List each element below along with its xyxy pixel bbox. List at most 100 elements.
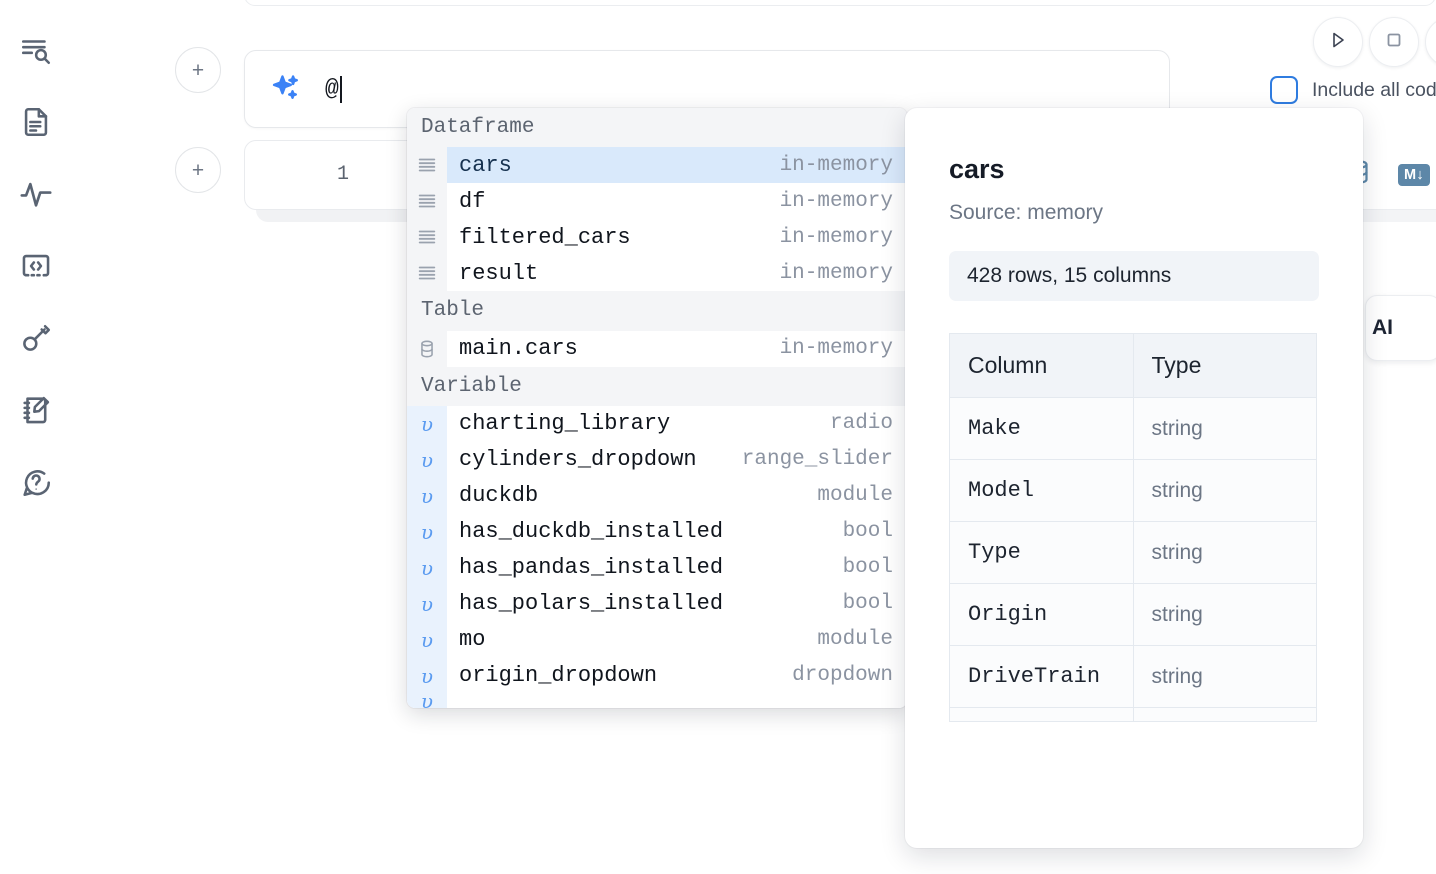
- autocomplete-group-label: Table: [407, 291, 907, 331]
- docs-column-name: [949, 707, 1134, 722]
- variable-icon: υ: [407, 693, 447, 708]
- help-chat-icon: [19, 465, 53, 499]
- docs-panel: cars Source: memory 428 rows, 15 columns…: [905, 108, 1363, 848]
- stop-button[interactable]: [1369, 17, 1419, 67]
- activity-icon: [19, 177, 53, 211]
- run-icon: [1326, 28, 1350, 57]
- ai-prompt-input[interactable]: @: [325, 75, 342, 103]
- sidebar-item-code-snippet[interactable]: [8, 230, 64, 302]
- add-cell-button-bottom[interactable]: +: [175, 147, 221, 193]
- docs-header-column: Column: [949, 333, 1134, 398]
- key-icon: [19, 321, 53, 355]
- autocomplete-item-partial[interactable]: υ: [407, 693, 907, 708]
- code-snippet-icon: [19, 249, 53, 283]
- document-icon: [19, 105, 53, 139]
- markdown-icon[interactable]: M↓: [1398, 163, 1430, 186]
- dataframe-icon: [407, 183, 447, 220]
- docs-source: Source: memory: [949, 201, 1104, 224]
- ai-suggestion-chip[interactable]: AI: [1365, 295, 1436, 361]
- autocomplete-item-name: origin_dropdown: [459, 663, 658, 689]
- autocomplete-item-name: [447, 694, 472, 702]
- sidebar-item-scratchpad[interactable]: [8, 374, 64, 446]
- sidebar-item-help[interactable]: [8, 446, 64, 518]
- add-cell-button-top[interactable]: +: [175, 47, 221, 93]
- more-button[interactable]: [1425, 17, 1436, 67]
- variable-icon: υ: [407, 657, 447, 694]
- autocomplete-item-type: in-memory: [779, 261, 893, 285]
- autocomplete-item-name: main.cars: [459, 336, 578, 362]
- docs-column-name: Model: [949, 459, 1134, 522]
- docs-column-type: string: [1132, 583, 1317, 646]
- autocomplete-item-name: cylinders_dropdown: [459, 447, 697, 473]
- run-button[interactable]: [1313, 17, 1363, 67]
- autocomplete-item[interactable]: filtered_cars in-memory: [407, 219, 907, 256]
- variable-icon: υ: [407, 549, 447, 586]
- docs-table-row-partial: [949, 707, 1317, 722]
- text-caret: [339, 75, 342, 103]
- variable-icon: υ: [407, 405, 447, 442]
- autocomplete-item[interactable]: υ has_pandas_installed bool: [407, 549, 907, 586]
- sidebar-item-key[interactable]: [8, 302, 64, 374]
- docs-column-type: string: [1132, 397, 1317, 460]
- autocomplete-item-name: charting_library: [459, 411, 671, 437]
- ai-chip-label: AI: [1372, 316, 1393, 339]
- docs-column-name: Type: [949, 521, 1134, 584]
- autocomplete-item-type: in-memory: [779, 153, 893, 177]
- ai-prompt-value: @: [325, 76, 339, 102]
- sidebar-item-document[interactable]: [8, 86, 64, 158]
- autocomplete-item-type: bool: [842, 520, 893, 544]
- table-db-icon: [407, 330, 447, 367]
- docs-column-type: string: [1132, 521, 1317, 584]
- variable-icon: υ: [407, 621, 447, 658]
- docs-title: cars: [949, 154, 1005, 184]
- autocomplete-item-type: in-memory: [779, 225, 893, 249]
- docs-column-type: [1132, 707, 1317, 722]
- docs-column-type: string: [1132, 645, 1317, 708]
- autocomplete-item-type: module: [817, 484, 893, 508]
- autocomplete-item[interactable]: υ has_duckdb_installed bool: [407, 513, 907, 550]
- docs-column-name: DriveTrain: [949, 645, 1134, 708]
- autocomplete-group-label: Dataframe: [407, 108, 907, 148]
- include-all-code-checkbox[interactable]: [1270, 76, 1298, 104]
- docs-header-type: Type: [1132, 333, 1317, 398]
- docs-shape: 428 rows, 15 columns: [949, 251, 1319, 301]
- variable-icon: υ: [407, 513, 447, 550]
- variable-icon: υ: [407, 441, 447, 478]
- autocomplete-item-name: has_duckdb_installed: [459, 519, 724, 545]
- docs-table-header-row: Column Type: [949, 333, 1317, 398]
- autocomplete-item-type: bool: [842, 556, 893, 580]
- autocomplete-item-type: [880, 694, 907, 701]
- notebook-area: + + @ Include all code: [72, 0, 1436, 874]
- autocomplete-item-type: bool: [842, 592, 893, 616]
- variable-icon: υ: [407, 477, 447, 514]
- docs-column-name: Origin: [949, 583, 1134, 646]
- docs-column-type: string: [1132, 459, 1317, 522]
- autocomplete-item-name: has_pandas_installed: [459, 555, 724, 581]
- autocomplete-group-label: Variable: [407, 366, 907, 406]
- sidebar-rail: [0, 0, 72, 874]
- sidebar-item-activity[interactable]: [8, 158, 64, 230]
- dataframe-icon: [407, 255, 447, 292]
- scratchpad-edit-icon: [19, 393, 53, 427]
- autocomplete-item[interactable]: υ charting_library radio: [407, 405, 907, 442]
- autocomplete-item-type: radio: [829, 412, 893, 436]
- include-all-code-label: Include all code: [1312, 78, 1436, 101]
- autocomplete-item-name: filtered_cars: [459, 224, 631, 250]
- docs-column-name: Make: [949, 397, 1134, 460]
- sidebar-item-outline-search[interactable]: [8, 14, 64, 86]
